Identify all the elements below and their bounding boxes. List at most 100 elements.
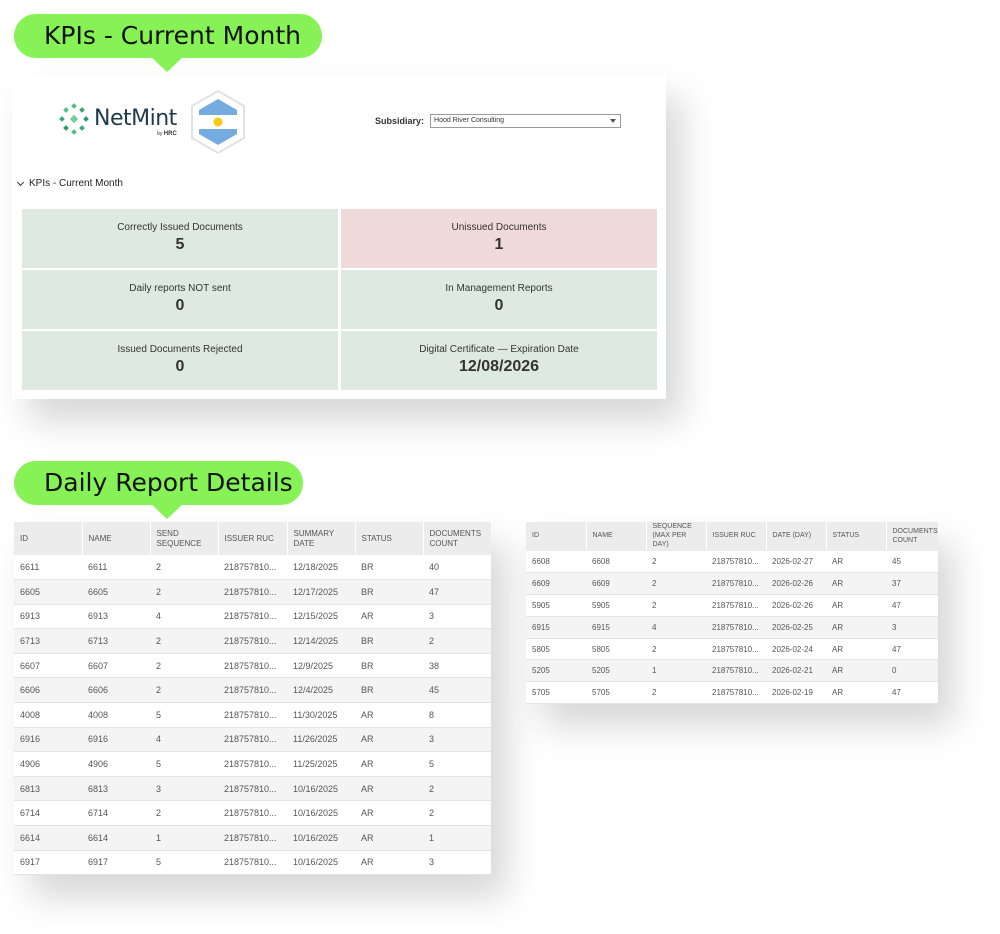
argentina-flag-badge-icon	[191, 89, 245, 155]
column-header[interactable]: SEND SEQUENCE	[149, 522, 218, 555]
column-header[interactable]: NAME	[585, 522, 646, 551]
section-title: KPIs - Current Month	[29, 178, 123, 189]
table-cell: AR	[826, 681, 886, 705]
table-cell: AR	[826, 616, 886, 639]
table-cell: 2026-02-24	[766, 638, 826, 661]
table-cell: 6913	[82, 604, 150, 630]
table-cell: 2	[646, 572, 706, 596]
table-cell: 38	[423, 653, 491, 679]
kpi-value: 5	[175, 235, 185, 253]
table-cell: 2	[646, 551, 706, 574]
table-cell: 2026-02-21	[766, 659, 826, 683]
table-cell: 0	[886, 659, 938, 683]
table-cell: 6915	[586, 616, 646, 639]
table-cell: 6713	[14, 628, 82, 654]
table-cell: 2	[150, 579, 218, 605]
table-cell: 2	[423, 776, 491, 802]
table-cell: BR	[355, 628, 423, 654]
column-header[interactable]: DOCUMENTS COUNT	[885, 522, 938, 551]
column-header[interactable]: SEQUENCE (MAX PER DAY)	[645, 522, 706, 551]
kpi-value: 12/08/2026	[458, 357, 540, 375]
table-cell: 2	[150, 555, 218, 581]
table-cell: 4008	[82, 702, 150, 728]
table-cell: 47	[886, 638, 938, 661]
column-header[interactable]: DOCUMENTS COUNT	[422, 522, 491, 555]
table-cell: 6917	[82, 850, 150, 876]
column-header[interactable]: DATE (DAY)	[765, 522, 826, 551]
table-cell: 5905	[586, 594, 646, 617]
kpi-value: 0	[175, 357, 185, 375]
table-cell: 4906	[82, 751, 150, 777]
table-cell: 218757810...	[706, 616, 766, 639]
logo-wordmark: NetMint	[94, 106, 177, 131]
subsidiary-select[interactable]: Hood River Consulting	[430, 114, 622, 128]
column-header[interactable]: ISSUER RUC	[217, 522, 287, 555]
table-cell: 1	[646, 659, 706, 683]
table-cell: 1	[150, 825, 218, 851]
column-header[interactable]: SUMMARY DATE	[286, 522, 355, 555]
table-cell: 11/26/2025	[287, 727, 355, 753]
table-cell: 8	[423, 702, 491, 728]
table-cell: AR	[355, 800, 423, 827]
table-cell: AR	[355, 776, 423, 802]
table-cell: 3	[423, 850, 491, 876]
table-cell: 45	[423, 677, 491, 704]
kpi-value: 0	[494, 296, 504, 314]
kpi-value: 0	[175, 296, 185, 314]
table-cell: 47	[886, 594, 938, 617]
dropdown-caret-icon	[610, 119, 617, 123]
column-header[interactable]: ID	[526, 522, 586, 551]
column-header[interactable]: NAME	[81, 522, 150, 555]
table-cell: 12/14/2025	[287, 628, 355, 654]
table-cell: 218757810...	[706, 659, 766, 683]
table-cell: 6713	[82, 628, 150, 654]
table-cell: 2	[150, 628, 218, 654]
kpi-label: Daily reports NOT sent	[129, 282, 231, 294]
table-cell: 45	[886, 551, 938, 574]
column-header[interactable]: ISSUER RUC	[705, 522, 766, 551]
table-cell: 6714	[14, 800, 82, 827]
table-cell: 218757810...	[218, 825, 287, 851]
table-cell: 2	[646, 638, 706, 661]
table-cell: 6608	[586, 551, 646, 574]
table-cell: 3	[423, 727, 491, 753]
subsidiary-filter: Subsidiary: Hood River Consulting	[375, 114, 622, 128]
table-cell: 6915	[526, 616, 586, 639]
table-cell: 2	[646, 681, 706, 705]
table-cell: AR	[355, 751, 423, 777]
table-cell: 5	[150, 751, 218, 777]
table-cell: 218757810...	[218, 653, 287, 679]
table-cell: 218757810...	[706, 594, 766, 617]
column-header[interactable]: STATUS	[354, 522, 423, 555]
kpis-section-toggle[interactable]: KPIs - Current Month	[16, 178, 123, 189]
column-header[interactable]: ID	[14, 522, 82, 555]
table-cell: 4008	[14, 702, 82, 728]
table-cell: BR	[355, 653, 423, 679]
column-header[interactable]: STATUS	[825, 522, 886, 551]
kpis-callout: KPIs - Current Month	[14, 14, 322, 72]
table-cell: 10/16/2025	[287, 800, 355, 827]
